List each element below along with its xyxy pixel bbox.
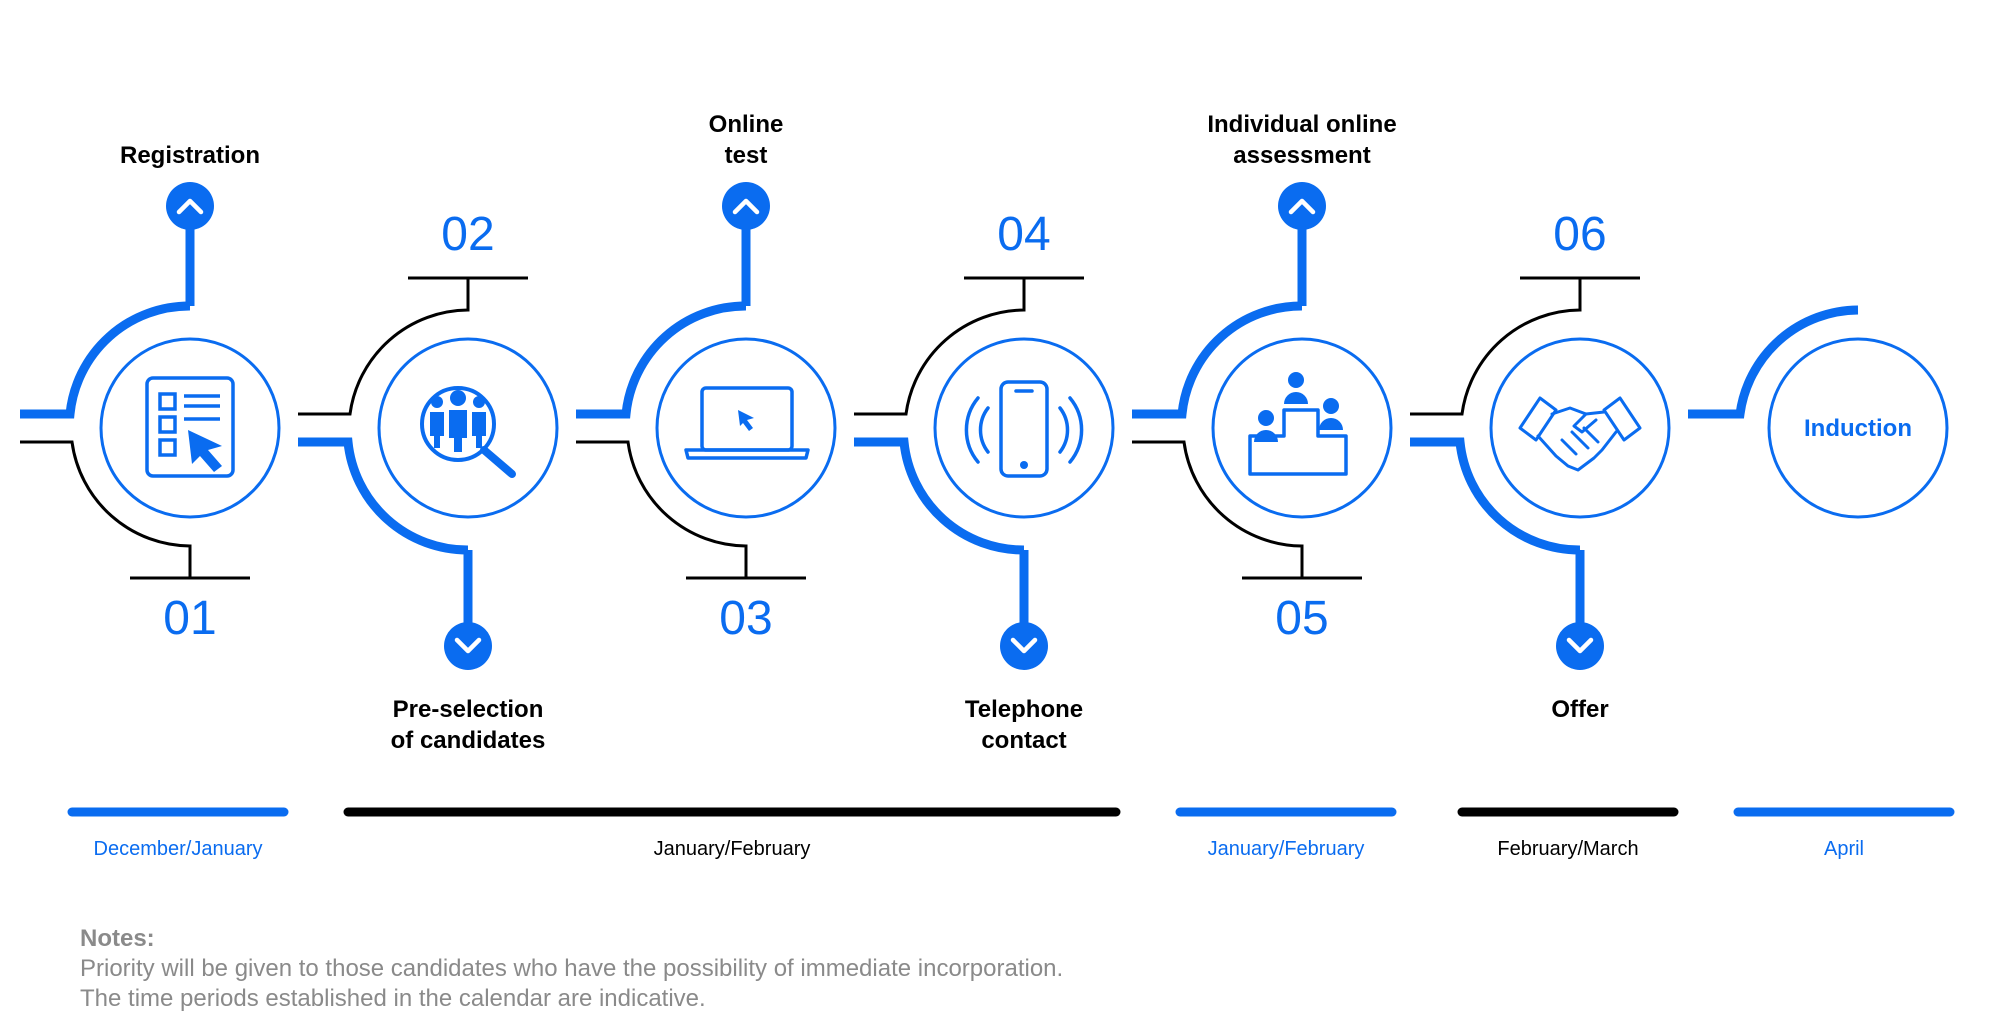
chevron-up-icon [732, 198, 760, 215]
chevron-down-icon [1010, 637, 1038, 654]
notes: Notes: Priority will be given to those c… [80, 924, 1063, 1014]
chevron-up-icon [1288, 198, 1316, 215]
step-05-number: 05 [1275, 592, 1328, 645]
induction-label: Induction [1804, 415, 1912, 442]
step-03-label-line2: test [725, 142, 768, 169]
phone-icon-button [1020, 461, 1028, 469]
step-04: 04 Telephone contact [854, 208, 1115, 754]
step-02-arc [298, 437, 469, 555]
period-label: January/February [654, 838, 811, 860]
step-04-arc [854, 437, 1025, 555]
step-02-circle [377, 337, 559, 519]
step-03: 03 Online test [576, 111, 837, 645]
period-0: December/January [67, 807, 289, 860]
period-label: February/March [1497, 838, 1638, 860]
chevron-up-icon [176, 198, 204, 215]
step-01-lower-arc [20, 440, 192, 578]
step-05-label-line1: Individual online [1207, 111, 1396, 138]
checklist-icon [145, 376, 235, 478]
step-04-upper-arc [854, 278, 1026, 416]
step-05: 05 Individual online assessment [1132, 111, 1397, 645]
step-04-number: 04 [997, 208, 1050, 261]
cursor-arrow [188, 430, 222, 472]
step-02-label-line2: of candidates [391, 727, 546, 754]
period-3: February/March [1457, 807, 1679, 860]
induction-circle [1767, 337, 1949, 519]
step-05-chevron-up-icon [1278, 182, 1326, 230]
step-06: 06 Offer [1410, 208, 1671, 723]
period-4: April [1733, 807, 1955, 860]
step-02: 02 Pre-selection of candidates [298, 208, 559, 754]
phone-icon [964, 380, 1084, 478]
step-06-chevron-down-icon [1556, 622, 1604, 670]
step-02-label-line1: Pre-selection [393, 696, 544, 723]
people-search-icon [420, 386, 516, 478]
step-05-label-line2: assessment [1233, 142, 1370, 169]
step-06-upper-arc [1410, 278, 1582, 416]
handshake-icon [1518, 396, 1642, 472]
step-03-lower-arc [576, 440, 748, 578]
step-01-label: Registration [120, 142, 260, 169]
step-03-circle [655, 337, 837, 519]
chevron-down-icon [454, 637, 482, 654]
step-03-number: 03 [719, 592, 772, 645]
notes-title: Notes: [80, 925, 155, 952]
step-01-chevron-up-icon [166, 182, 214, 230]
laptop-icon [684, 386, 810, 460]
chevron-down-icon [1566, 637, 1594, 654]
step-05-lower-arc [1132, 440, 1304, 578]
step-03-label-line1: Online [709, 111, 784, 138]
step-02-number: 02 [441, 208, 494, 261]
step-03-arc [576, 301, 747, 419]
step-04-label-line1: Telephone [965, 696, 1083, 723]
step-05-arc [1132, 301, 1303, 419]
step-01-number: 01 [163, 592, 216, 645]
induction-arc [1688, 305, 1859, 419]
period-2: January/February [1175, 807, 1397, 860]
period-label: December/January [94, 838, 263, 860]
step-05-circle [1211, 337, 1393, 519]
step-01: 01 Registration [20, 142, 281, 645]
step-01-arc [20, 301, 191, 419]
notes-line-2: The time periods established in the cale… [80, 985, 706, 1012]
step-02-upper-arc [298, 278, 470, 416]
step-03-chevron-up-icon [722, 182, 770, 230]
step-02-chevron-down-icon [444, 622, 492, 670]
step-04-circle [933, 337, 1115, 519]
step-06-circle [1489, 337, 1671, 519]
notes-line-1: Priority will be given to those candidat… [80, 955, 1064, 982]
step-04-chevron-down-icon [1000, 622, 1048, 670]
podium-icon [1248, 372, 1348, 476]
step-04-label-line2: contact [981, 727, 1066, 754]
period-label: April [1824, 838, 1864, 860]
period-1: January/February [343, 807, 1121, 860]
step-06-number: 06 [1553, 208, 1606, 261]
step-induction: Induction [1688, 305, 1949, 519]
period-label: January/February [1208, 838, 1365, 860]
step-01-circle [99, 337, 281, 519]
step-06-arc [1410, 437, 1581, 555]
step-06-label: Offer [1551, 696, 1608, 723]
